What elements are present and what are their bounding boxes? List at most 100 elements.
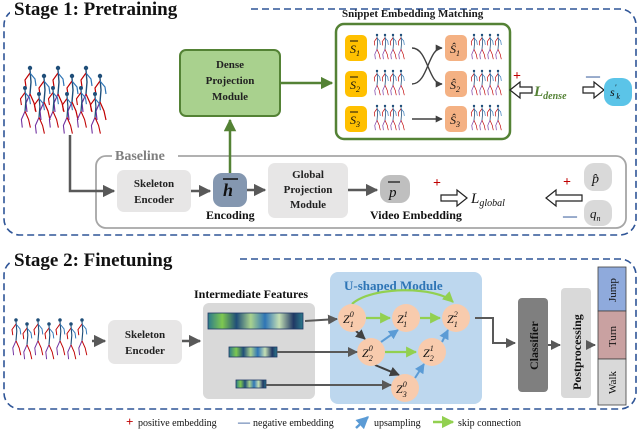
skeleton-figure xyxy=(478,69,486,96)
skeleton-encoder-2 xyxy=(108,320,182,364)
stage1-frame xyxy=(3,8,637,236)
s-bar-label: S1 xyxy=(350,42,360,58)
skeleton-figure xyxy=(389,69,397,96)
downsampling-arrow xyxy=(354,329,366,340)
global-module-line2: Projection xyxy=(284,184,333,196)
skeleton-figure xyxy=(19,86,31,128)
z-node xyxy=(357,338,385,366)
skeleton-figure xyxy=(397,104,405,131)
skeleton-figure xyxy=(470,104,478,131)
skeleton-figure xyxy=(381,69,389,96)
hollow-arrow-phat xyxy=(545,188,583,208)
p-hat-label: p̂ xyxy=(591,172,599,187)
upsampling-arrow xyxy=(380,329,399,343)
skeleton-figure xyxy=(389,33,397,60)
action-walk-segment xyxy=(597,358,627,406)
s-hat-node xyxy=(445,106,467,132)
skeleton-figure xyxy=(494,33,502,60)
legend-upsampling-icon xyxy=(355,416,369,430)
legend-minus-icon: — xyxy=(237,415,251,429)
hollow-arrow-dense xyxy=(509,80,533,100)
z-node xyxy=(442,304,470,332)
skeleton-figure xyxy=(38,73,51,121)
s-hat-node xyxy=(445,71,467,97)
arrow-skeleton-to-encoder xyxy=(68,135,116,198)
skeleton-sequence-icon xyxy=(19,65,107,134)
u-module-title: U-shaped Module xyxy=(344,278,443,293)
s-hat-label: Ŝ3 xyxy=(450,113,460,129)
skeleton-figure xyxy=(373,104,381,131)
feature-map-3 xyxy=(235,379,267,389)
skeleton-figure xyxy=(397,33,405,60)
skeleton-encoder-2-line2: Encoder xyxy=(125,345,165,357)
s-bar-label: S3 xyxy=(350,113,360,129)
skeleton-figure xyxy=(381,33,389,60)
arrow-u-to-classifier xyxy=(475,317,516,348)
l-global: Lglobal xyxy=(470,191,505,209)
l-dense: Ldense xyxy=(533,84,567,102)
skeleton-encoder-2-line1: Skeleton xyxy=(125,329,165,341)
postprocessing-box xyxy=(561,288,591,398)
s-bar-label: S2 xyxy=(350,78,360,94)
skip-connection-arrow xyxy=(351,289,454,305)
classifier-box xyxy=(518,298,548,392)
feature-map-1 xyxy=(207,312,304,330)
p-hat-node xyxy=(584,163,612,191)
z-node xyxy=(392,304,420,332)
postprocessing-label: Postprocessing xyxy=(570,314,584,390)
minus-sign-dense: — xyxy=(585,69,601,84)
feature-map-2 xyxy=(228,346,278,358)
skeleton-figure xyxy=(478,33,486,60)
intermediate-features-label: Intermediate Features xyxy=(194,287,308,301)
legend-plus-icon: + xyxy=(126,414,133,429)
skeleton-figure xyxy=(94,73,107,121)
skeleton-figure xyxy=(486,69,494,96)
action-turn-segment xyxy=(597,310,627,360)
legend-upsampling: upsampling xyxy=(374,418,421,429)
snippet-skeleton-icon xyxy=(470,69,502,96)
upsampling-arrow xyxy=(414,363,425,379)
global-module-line3: Module xyxy=(290,199,326,211)
action-turn-label: Turn xyxy=(607,326,619,347)
skeleton-figure xyxy=(373,33,381,60)
z-node xyxy=(338,304,366,332)
action-jump-label: Jump xyxy=(607,278,619,302)
s-k-label: s'k xyxy=(610,83,620,101)
skeleton-figure xyxy=(22,322,33,360)
plus-sign-dense: + xyxy=(513,69,521,84)
snippet-skeleton-icon xyxy=(373,33,405,60)
skeleton-sequence-icon-2 xyxy=(11,318,88,360)
plus-sign-phat: + xyxy=(563,175,571,190)
global-module-line1: Global xyxy=(292,169,324,181)
skeleton-figure xyxy=(44,322,55,360)
minus-sign-qn: — xyxy=(562,209,578,224)
s-hat-label: Ŝ2 xyxy=(450,78,460,94)
classifier-label: Classifier xyxy=(527,321,541,370)
stage2-frame xyxy=(3,258,637,410)
skeleton-figure xyxy=(77,318,88,356)
hollow-arrow-sk xyxy=(582,80,605,100)
skeleton-figure xyxy=(373,69,381,96)
skeleton-figure xyxy=(470,69,478,96)
stage2-title: Stage 2: Finetuning xyxy=(14,250,173,271)
skeleton-encoder-1-line2: Encoder xyxy=(134,194,174,206)
skeleton-figure xyxy=(33,92,45,134)
dense-module-line3: Module xyxy=(212,91,248,103)
arrow-f1-to-z10 xyxy=(304,314,338,325)
hollow-arrow-global xyxy=(440,188,468,208)
skeleton-figure xyxy=(61,92,73,134)
z-node xyxy=(391,374,419,402)
downsampling-arrow xyxy=(374,364,400,377)
skeleton-figure xyxy=(55,318,66,356)
plus-sign-global: + xyxy=(433,176,441,191)
skeleton-figure xyxy=(381,104,389,131)
skeleton-figure xyxy=(33,318,44,356)
skeleton-figure xyxy=(52,65,65,113)
